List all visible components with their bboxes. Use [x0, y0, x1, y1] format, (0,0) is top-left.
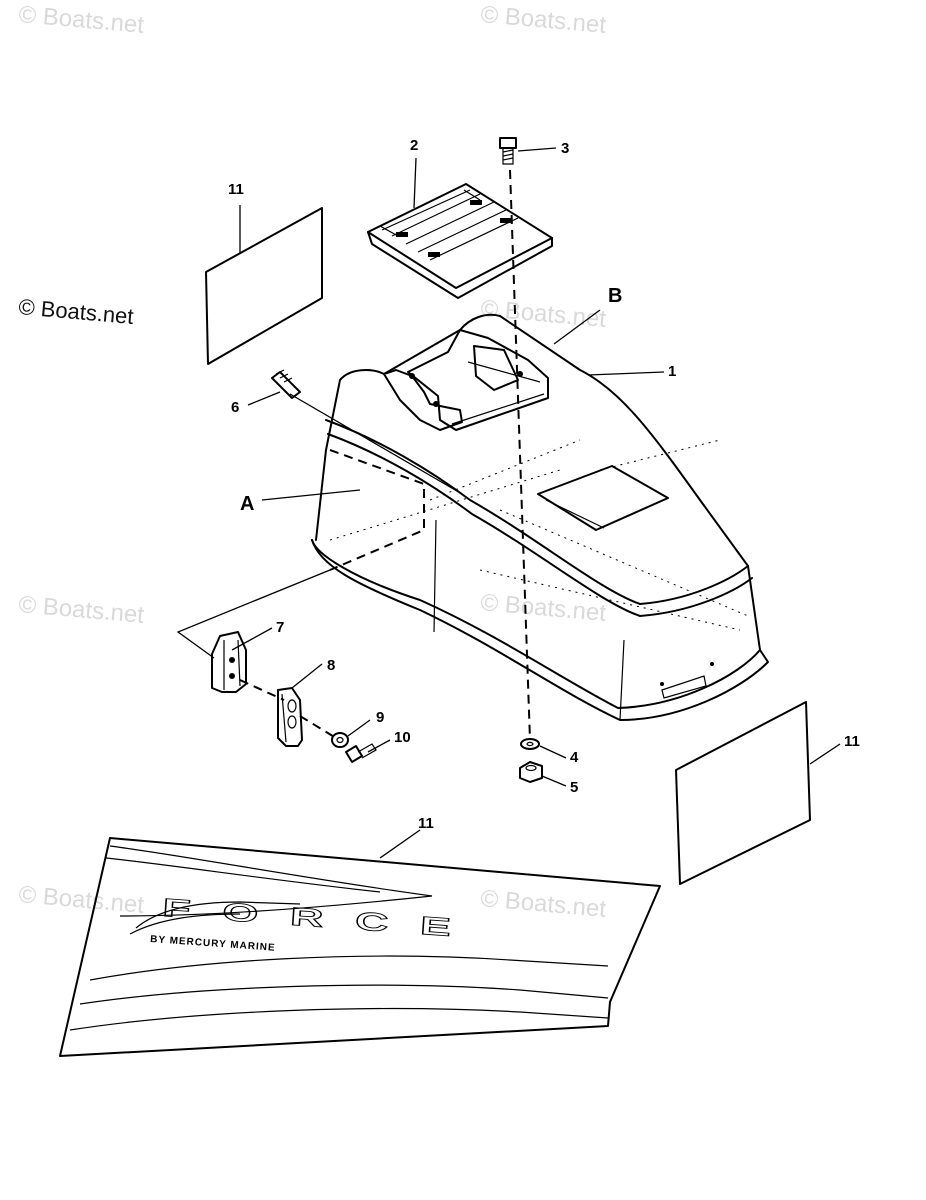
decal-brand-text: FORCE — [162, 893, 484, 944]
watermark: © Boats.net — [479, 885, 607, 923]
watermark-main: © Boats.net — [18, 294, 135, 329]
assembly-line — [289, 393, 463, 495]
decal-right — [675, 701, 811, 885]
callout-7: 7 — [276, 619, 284, 636]
callout-6: 6 — [231, 399, 239, 416]
part-washer-4 — [520, 738, 540, 750]
decal-lower-force: FORCE BY MERCURY MARINE — [59, 837, 661, 1057]
callout-11: 11 — [418, 815, 434, 832]
callout-8: 8 — [327, 657, 335, 674]
reference-b: B — [608, 285, 622, 307]
callout-9: 9 — [376, 709, 384, 726]
assembly-line — [176, 569, 331, 659]
callout-3: 3 — [561, 140, 569, 157]
callout-10: 10 — [394, 729, 411, 746]
assembly-line — [509, 169, 531, 741]
callout-11: 11 — [844, 733, 860, 750]
callouts: 11 2 3 1 6 7 8 9 10 4 5 11 11 B A — [228, 137, 860, 832]
watermark: © Boats.net — [17, 881, 145, 919]
reference-a: A — [240, 493, 254, 515]
callout-2: 2 — [410, 137, 418, 154]
part-nut-5 — [519, 761, 543, 783]
part-latch-hook — [277, 687, 303, 747]
watermark: © Boats.net — [17, 591, 145, 629]
part-screw-6 — [271, 369, 301, 399]
part-top-plate — [367, 183, 553, 299]
watermark: © Boats.net — [479, 295, 607, 333]
assembly-line — [299, 715, 337, 739]
watermarks-faint: © Boats.net © Boats.net © Boats.net © Bo… — [17, 1, 607, 923]
assembly-line-a — [329, 449, 425, 571]
watermark: © Boats.net — [479, 589, 607, 627]
decal-sub-text: BY MERCURY MARINE — [150, 934, 276, 954]
assembly-line — [239, 679, 285, 701]
callout-11: 11 — [228, 181, 244, 198]
part-bolt-10 — [345, 743, 377, 763]
watermark: © Boats.net — [17, 1, 145, 39]
part-latch-bracket — [211, 631, 247, 693]
watermark: © Boats.net — [479, 1, 607, 39]
callout-5: 5 — [570, 779, 578, 796]
part-engine-cowl — [311, 313, 769, 721]
callout-4: 4 — [570, 749, 579, 766]
part-screw — [499, 137, 517, 165]
decal-upper-left — [205, 207, 323, 365]
part-washer-9 — [331, 732, 349, 748]
leader-lines — [231, 147, 841, 859]
callout-1: 1 — [668, 363, 676, 380]
